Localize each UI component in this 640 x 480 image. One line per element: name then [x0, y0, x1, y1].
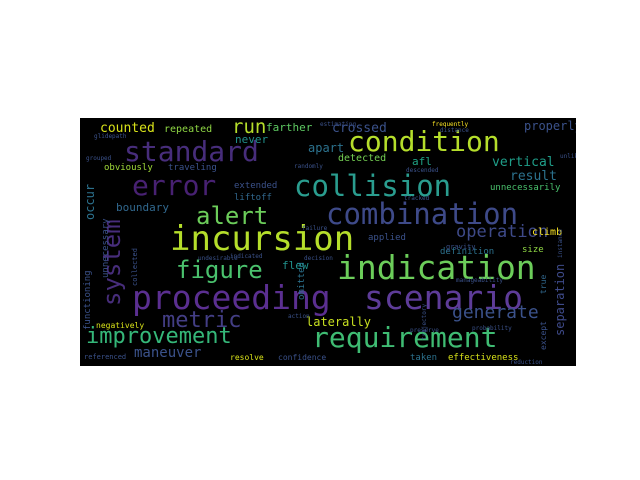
- word-improvement: improvement: [86, 324, 232, 349]
- word-cloud: proceeding scenario requirement indicati…: [80, 118, 576, 366]
- word-climb: climb: [532, 227, 563, 238]
- word-vertical: vertical: [492, 155, 555, 170]
- word-action: action: [288, 313, 310, 320]
- word-detected: detected: [338, 153, 387, 164]
- word-resolve: resolve: [230, 353, 264, 362]
- word-unnecessarily: unnecessarily: [490, 183, 561, 193]
- word-estimating: estimating: [320, 121, 357, 128]
- word-failure: failure: [302, 225, 328, 232]
- word-probability: probability: [472, 325, 512, 332]
- word-indicated: indicated: [230, 253, 263, 260]
- word-undesirable: undesirable: [198, 255, 238, 262]
- word-applied: applied: [368, 233, 406, 243]
- word-crossed: crossed: [332, 121, 387, 136]
- word-negatively: negatively: [96, 321, 145, 330]
- word-requirement: requirement: [312, 321, 498, 354]
- word-taken: taken: [410, 353, 438, 363]
- word-descended: descended: [406, 167, 439, 174]
- word-afl: afl: [412, 155, 432, 168]
- word-flew: flew: [282, 259, 309, 272]
- word-gravity: gravity: [446, 243, 476, 251]
- word-tracked: tracked: [404, 195, 430, 202]
- word-true: true: [539, 274, 548, 294]
- word-repeated: repeated: [164, 124, 213, 135]
- word-run: run: [232, 118, 267, 138]
- word-occur: occur: [83, 183, 97, 220]
- word-collision: collision: [294, 169, 452, 203]
- word-operation: operation: [456, 222, 549, 242]
- word-condition: condition: [348, 125, 500, 158]
- word-counted: counted: [100, 121, 155, 136]
- word-definition: definition: [440, 247, 495, 257]
- word-trajectory: trajectory: [421, 303, 428, 340]
- word-separation: separation: [553, 263, 567, 336]
- word-decision: decision: [304, 255, 333, 262]
- word-size: size: [522, 245, 544, 255]
- word-glidepath: glidepath: [94, 133, 127, 140]
- word-indication: indication: [337, 248, 536, 287]
- word-randomly: randomly: [294, 163, 323, 170]
- word-obviously: obviously: [104, 163, 153, 173]
- word-reduction: reduction: [510, 359, 543, 366]
- word-preserve: preserve: [410, 327, 439, 334]
- word-result: result: [510, 169, 557, 184]
- word-apart: apart: [308, 141, 345, 155]
- word-standard: standard: [124, 135, 259, 168]
- word-never: never: [235, 133, 269, 146]
- word-unnecessary: unnecessary: [101, 218, 111, 278]
- word-alert: alert: [196, 202, 269, 230]
- word-properly: properly: [524, 119, 576, 133]
- word-boundary: boundary: [116, 201, 169, 214]
- word-except: except: [539, 321, 548, 350]
- word-scenario: scenario: [364, 278, 523, 317]
- word-collected: collected: [131, 248, 139, 286]
- word-maneuver: maneuver: [134, 345, 202, 361]
- word-farther: farther: [266, 121, 313, 134]
- word-error: error: [132, 169, 217, 202]
- word-liftoff: liftoff: [234, 193, 272, 203]
- word-confidence: confidence: [278, 353, 327, 362]
- word-proceeding: proceeding: [132, 278, 331, 317]
- word-effectiveness: effectiveness: [448, 353, 519, 363]
- word-distance: distance: [440, 127, 469, 134]
- word-incursion: incursion: [170, 219, 355, 259]
- word-figure: figure: [176, 256, 263, 284]
- word-extended: extended: [234, 181, 278, 191]
- word-referenced: referenced: [84, 353, 127, 361]
- word-unlike: unlike: [560, 153, 576, 160]
- word-generate: generate: [452, 302, 539, 323]
- word-combination: combination: [326, 197, 519, 231]
- word-functioning: functioning: [83, 270, 93, 330]
- word-manageability: manageability: [456, 277, 503, 284]
- word-instance: instance: [557, 229, 564, 258]
- word-traveling: traveling: [168, 163, 217, 173]
- word-metric: metric: [162, 308, 242, 333]
- word-grouped: grouped: [86, 155, 112, 162]
- word-frequently: frequently: [432, 121, 469, 128]
- word-laterally: laterally: [306, 315, 372, 329]
